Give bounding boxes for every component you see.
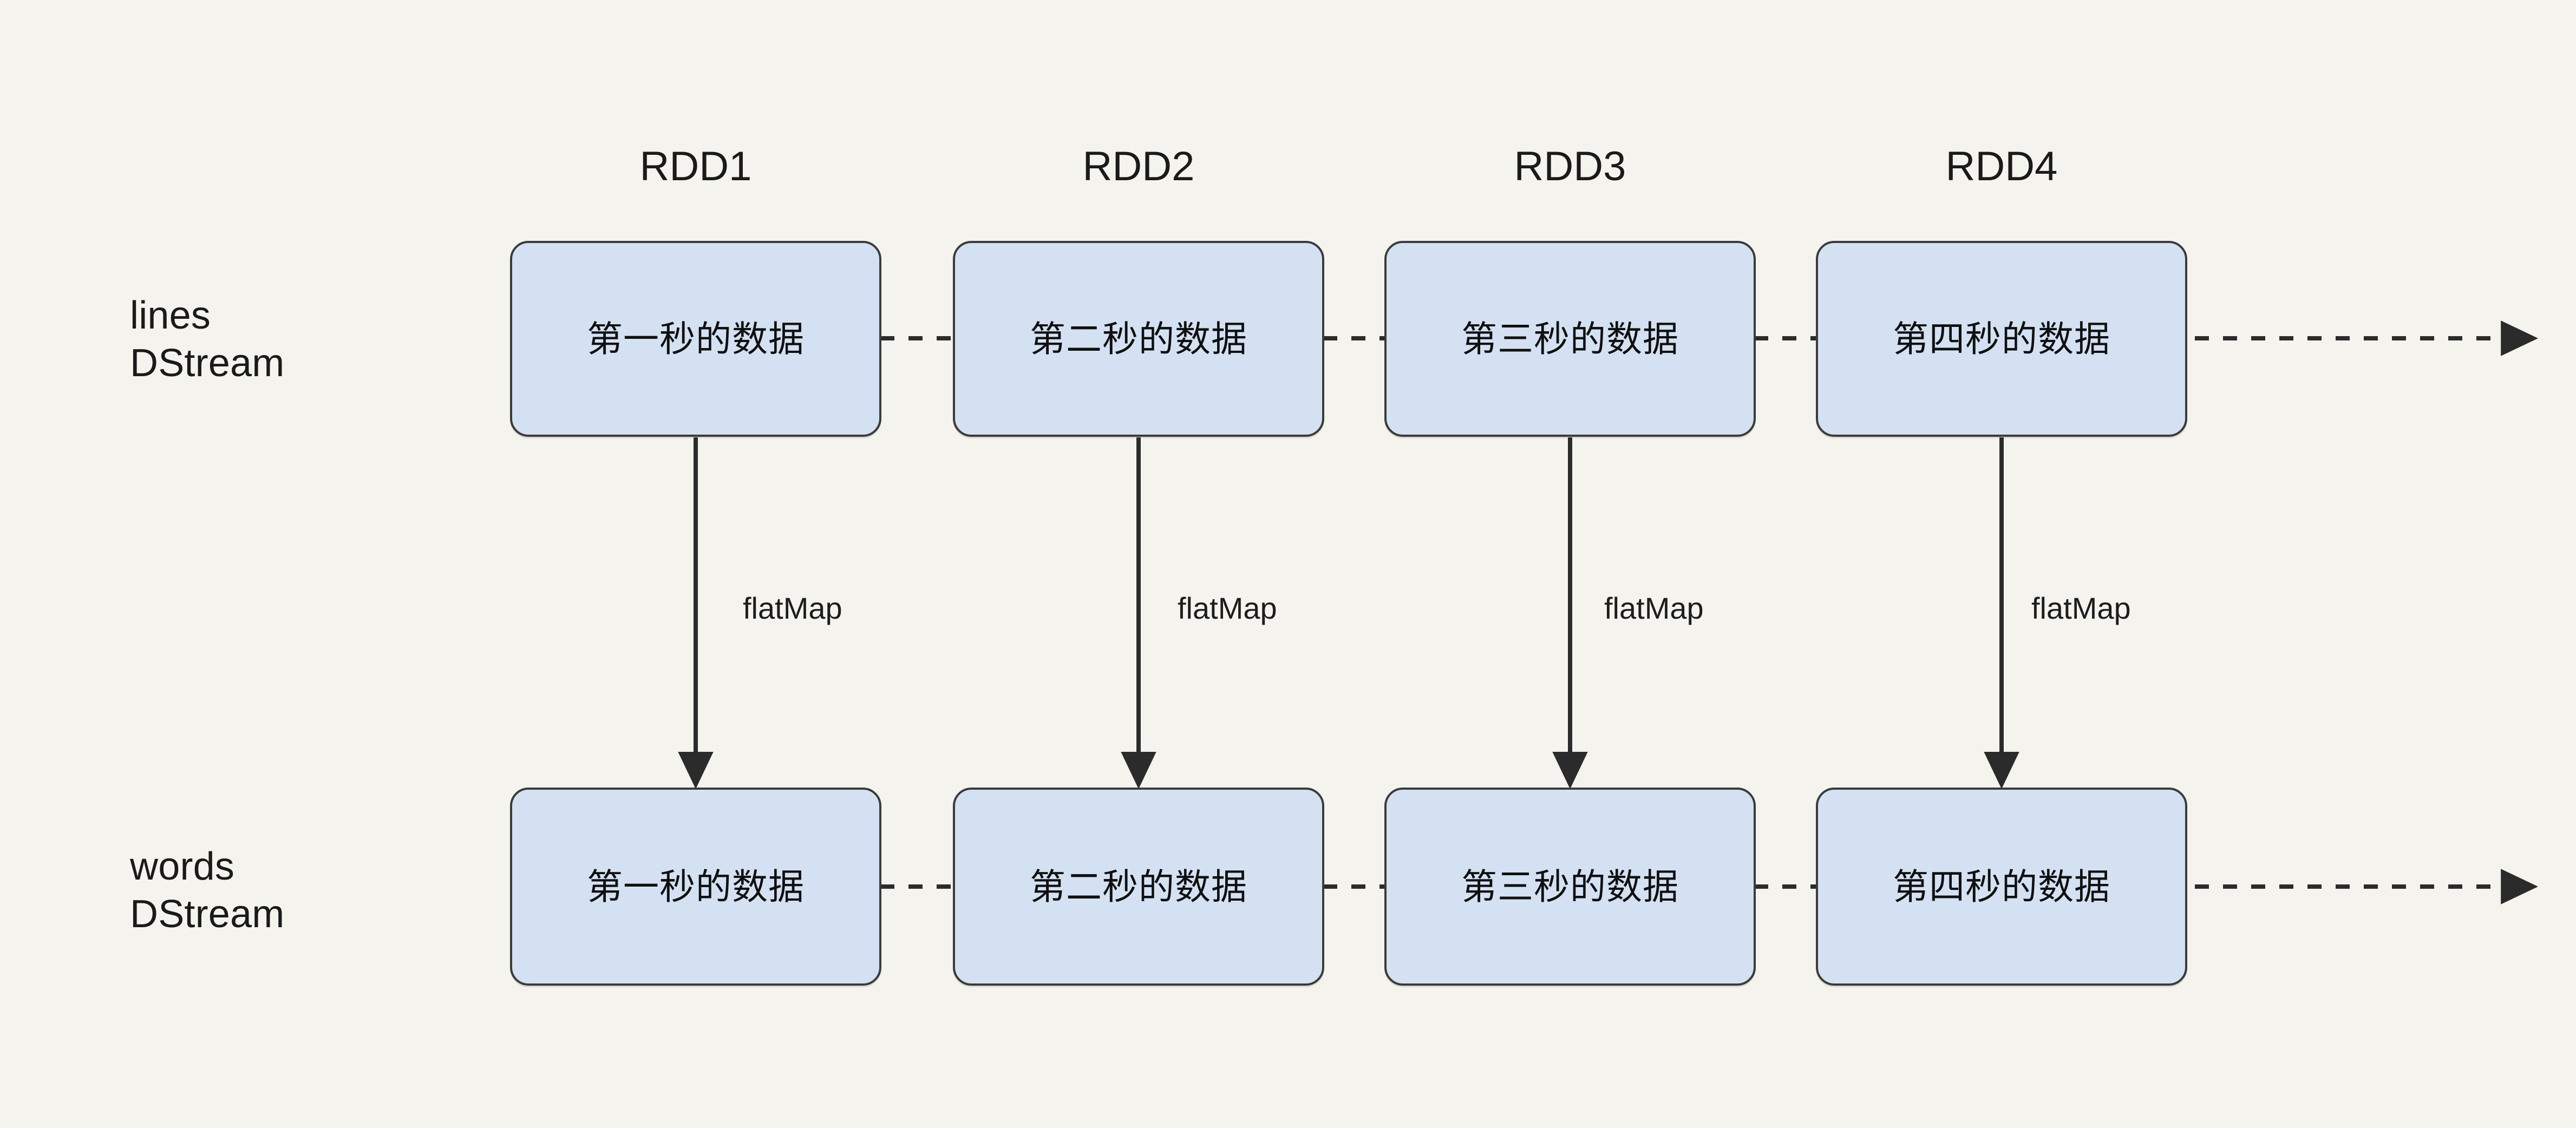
words-node-2-text: 第二秒的数据: [1030, 867, 1247, 907]
words-node-4[interactable]: 第四秒的数据: [1816, 788, 2187, 986]
words-node-3-text: 第三秒的数据: [1461, 867, 1679, 907]
rdd-column-label-4: RDD4: [1945, 143, 2058, 189]
flatmap-arrows: [678, 437, 2019, 789]
lines-node-3[interactable]: 第三秒的数据: [1384, 241, 1756, 437]
flatmap-label-3: flatMap: [1604, 591, 1704, 625]
lines-node-2[interactable]: 第二秒的数据: [953, 241, 1324, 437]
rdd-column-label-1: RDD1: [639, 143, 752, 189]
words-node-1-text: 第一秒的数据: [587, 867, 805, 907]
lines-node-4-text: 第四秒的数据: [1893, 319, 2110, 359]
lines-node-4[interactable]: 第四秒的数据: [1816, 241, 2187, 437]
words-node-4-text: 第四秒的数据: [1893, 867, 2110, 907]
flatmap-label-4: flatMap: [2031, 591, 2131, 625]
words-node-1[interactable]: 第一秒的数据: [510, 788, 881, 986]
words-node-3[interactable]: 第三秒的数据: [1384, 788, 1756, 986]
row-label-lines: lines DStream: [130, 294, 285, 385]
lines-node-1[interactable]: 第一秒的数据: [510, 241, 881, 437]
flatmap-label-1: flatMap: [743, 591, 842, 625]
flatmap-label-2: flatMap: [1178, 591, 1277, 625]
rdd-column-label-3: RDD3: [1514, 143, 1626, 189]
row-label-words: words DStream: [130, 845, 285, 936]
lines-node-3-text: 第三秒的数据: [1461, 319, 1679, 359]
rdd-column-label-2: RDD2: [1082, 143, 1195, 189]
words-node-2[interactable]: 第二秒的数据: [953, 788, 1324, 986]
lines-node-1-text: 第一秒的数据: [587, 319, 805, 359]
lines-node-2-text: 第二秒的数据: [1030, 319, 1247, 359]
